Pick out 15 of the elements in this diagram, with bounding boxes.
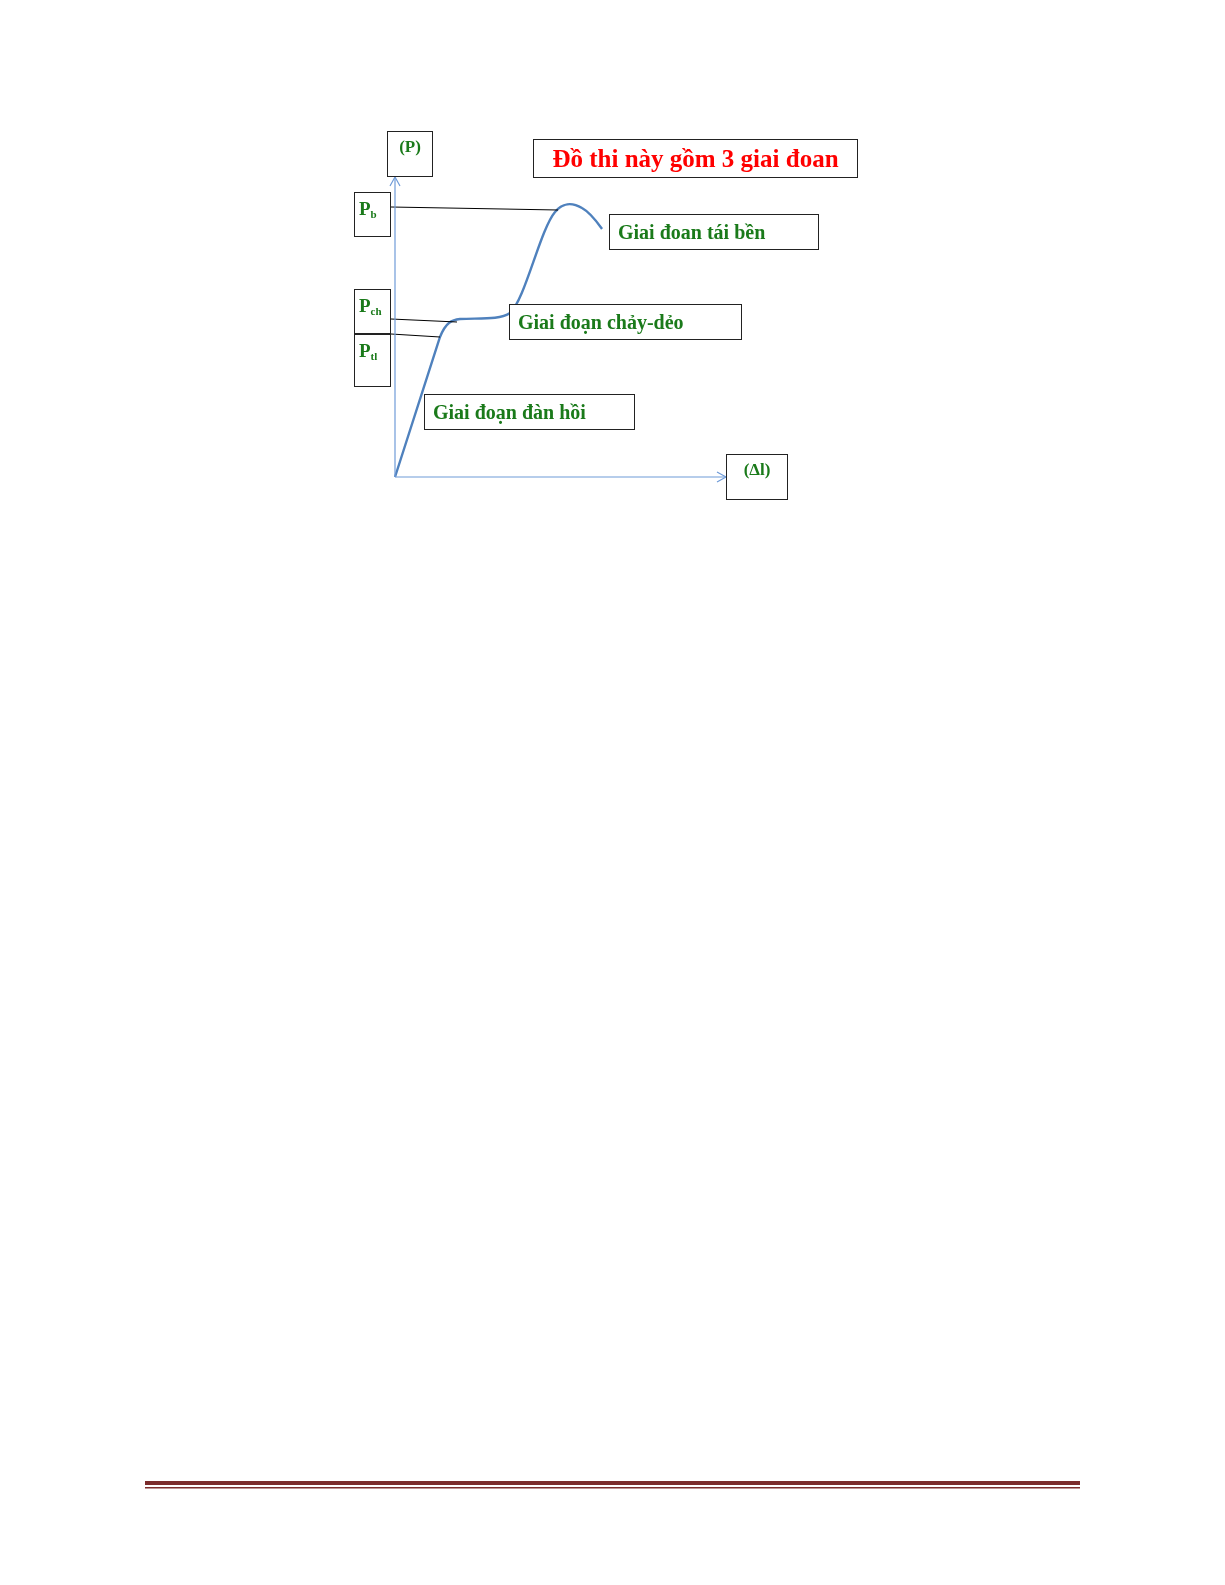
stage-label-box: Giai đoạn đàn hồi	[424, 394, 635, 430]
axis-label-box: P$_{tl}$	[354, 334, 391, 387]
y-axis-arrow	[389, 176, 401, 478]
stage-label-box: Giai đoan tái bền	[609, 214, 819, 250]
axis-label-box: (Δl)	[726, 454, 788, 500]
leader-line	[390, 333, 441, 338]
axis-label-box: P$_{b}$	[354, 192, 391, 237]
leader-line	[390, 206, 559, 211]
axis-label-box: P$_{ch}$	[354, 289, 391, 334]
load-curve	[393, 203, 603, 478]
stage-label-box: Giai đoạn chảy-dẻo	[509, 304, 742, 340]
x-axis-arrow	[394, 471, 727, 483]
axis-label-box: (P)	[387, 131, 433, 177]
title-box: Đồ thi này gồm 3 giai đoan	[533, 139, 858, 178]
leader-line	[390, 318, 458, 323]
